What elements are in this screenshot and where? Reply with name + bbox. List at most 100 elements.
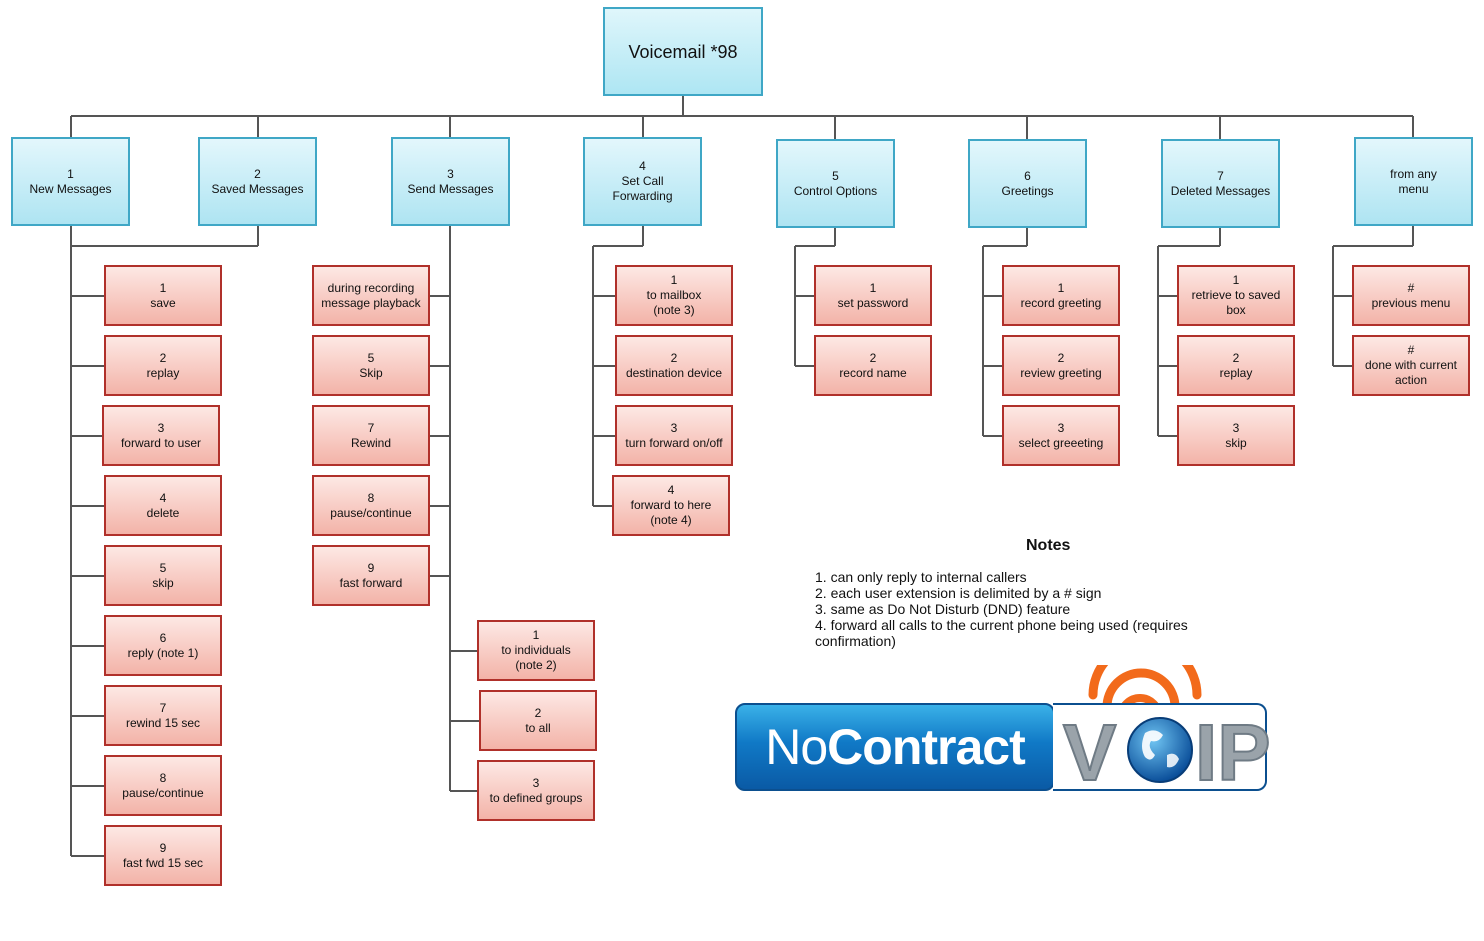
category-label: Send Messages: [407, 181, 494, 196]
item-label: to defined groups: [489, 790, 583, 805]
category-label: Deleted Messages: [1170, 183, 1271, 198]
logo-voip-v: V: [1062, 707, 1117, 798]
item-to-individuals[interactable]: 1 to individuals (note 2): [477, 620, 595, 681]
item-set-password[interactable]: 1 set password: [814, 265, 932, 326]
item-label: previous menu: [1371, 295, 1451, 310]
category-label: New Messages: [29, 181, 112, 196]
notes-title: Notes: [1026, 537, 1071, 554]
note-item: 4. forward all calls to the current phon…: [815, 617, 1188, 649]
category-send-messages[interactable]: 3 Send Messages: [391, 137, 510, 226]
item-review-greeting[interactable]: 2 review greeting: [1002, 335, 1120, 396]
category-greetings[interactable]: 6 Greetings: [968, 139, 1087, 228]
category-label: Set Call Forwarding: [612, 174, 673, 203]
item-label: turn forward on/off: [625, 435, 723, 450]
item-record-greeting[interactable]: 1 record greeting: [1002, 265, 1120, 326]
item-to-defined-groups[interactable]: 3 to defined groups: [477, 760, 595, 821]
item-rewind-15-sec[interactable]: 7 rewind 15 sec: [104, 685, 222, 746]
item-number: 3: [1057, 420, 1065, 435]
item-number: 6: [159, 630, 167, 645]
logo-text: NoContract: [765, 719, 1025, 775]
category-number: 5: [832, 168, 839, 183]
category-control-options[interactable]: 5 Control Options: [776, 139, 895, 228]
item-label: Rewind: [350, 435, 392, 450]
item-label: replay: [146, 365, 180, 380]
category-number: 7: [1217, 168, 1224, 183]
item-send-fast-forward[interactable]: 9 fast forward: [312, 545, 430, 606]
item-number: #: [1407, 343, 1415, 357]
item-number: 7: [159, 700, 167, 715]
item-number: 2: [1057, 350, 1065, 365]
item-label: forward to here: [630, 498, 712, 512]
item-label: to mailbox: [646, 288, 702, 302]
root-label: Voicemail *98: [628, 41, 738, 62]
item-number: 1: [532, 628, 540, 642]
item-number: 5: [159, 560, 167, 575]
item-label: Skip: [359, 365, 383, 380]
item-delete[interactable]: 4 delete: [104, 475, 222, 536]
item-label: replay: [1219, 365, 1253, 380]
item-number: 1: [1057, 280, 1065, 295]
logo-nocontract-panel: NoContract: [735, 703, 1055, 791]
item-replay[interactable]: 2 replay: [104, 335, 222, 396]
item-label: fast fwd 15 sec: [122, 855, 204, 870]
item-number: 3: [532, 775, 540, 790]
item-label: select greeeting: [1018, 435, 1104, 450]
item-number: 3: [1232, 420, 1240, 435]
item-reply[interactable]: 6 reply (note 1): [104, 615, 222, 676]
item-deleted-replay[interactable]: 2 replay: [1177, 335, 1295, 396]
item-retrieve-to-saved-box[interactable]: 1 retrieve to saved box: [1177, 265, 1295, 326]
item-number: #: [1407, 280, 1415, 295]
item-fast-fwd-15-sec[interactable]: 9 fast fwd 15 sec: [104, 825, 222, 886]
item-label: pause/continue: [330, 505, 412, 520]
item-number: 2: [1232, 350, 1240, 365]
item-label: save: [150, 295, 176, 310]
category-from-any-menu[interactable]: from any menu: [1354, 137, 1473, 226]
item-send-skip[interactable]: 5 Skip: [312, 335, 430, 396]
item-forward-to-here[interactable]: 4 forward to here (note 4): [612, 475, 730, 536]
item-record-name[interactable]: 2 record name: [814, 335, 932, 396]
item-send-pause-continue[interactable]: 8 pause/continue: [312, 475, 430, 536]
item-deleted-skip[interactable]: 3 skip: [1177, 405, 1295, 466]
item-label: during recording message playback: [321, 280, 421, 310]
item-label: skip: [1225, 435, 1247, 450]
item-destination-device[interactable]: 2 destination device: [615, 335, 733, 396]
item-label: record name: [839, 365, 907, 380]
item-number: 1: [1232, 273, 1240, 287]
item-to-all[interactable]: 2 to all: [479, 690, 597, 751]
item-turn-forward-on-off[interactable]: 3 turn forward on/off: [615, 405, 733, 466]
category-label: Control Options: [793, 183, 878, 198]
item-label: review greeting: [1020, 365, 1102, 380]
item-label: to all: [525, 720, 551, 735]
item-number: 8: [159, 770, 167, 785]
item-pause-continue[interactable]: 8 pause/continue: [104, 755, 222, 816]
category-new-messages[interactable]: 1 New Messages: [11, 137, 130, 226]
item-label: skip: [152, 575, 174, 590]
item-skip[interactable]: 5 skip: [104, 545, 222, 606]
item-forward-to-user[interactable]: 3 forward to user: [102, 405, 220, 466]
root-voicemail-box[interactable]: Voicemail *98: [603, 7, 763, 96]
item-label: pause/continue: [122, 785, 204, 800]
item-select-greeting[interactable]: 3 select greeeting: [1002, 405, 1120, 466]
item-label: delete: [146, 505, 180, 520]
item-label: destination device: [625, 365, 723, 380]
item-number: 5: [367, 350, 375, 365]
item-done-with-current-action[interactable]: # done with current action: [1352, 335, 1470, 396]
nocontract-voip-logo: NoContract V IP: [735, 665, 1272, 798]
item-number: 4: [159, 490, 167, 505]
category-saved-messages[interactable]: 2 Saved Messages: [198, 137, 317, 226]
notes-list: 1. can only reply to internal callers 2.…: [815, 569, 1235, 649]
category-label: Saved Messages: [211, 181, 304, 196]
item-previous-menu[interactable]: # previous menu: [1352, 265, 1470, 326]
item-send-rewind[interactable]: 7 Rewind: [312, 405, 430, 466]
item-to-mailbox[interactable]: 1 to mailbox (note 3): [615, 265, 733, 326]
item-number: 2: [534, 705, 542, 720]
item-save[interactable]: 1 save: [104, 265, 222, 326]
item-label: retrieve to saved box: [1191, 288, 1281, 317]
category-set-call-forwarding[interactable]: 4 Set Call Forwarding: [583, 137, 702, 226]
category-deleted-messages[interactable]: 7 Deleted Messages: [1161, 139, 1280, 228]
item-during-recording-playback[interactable]: during recording message playback: [312, 265, 430, 326]
item-number: 3: [157, 420, 165, 435]
item-number: 1: [159, 280, 167, 295]
item-note: (note 3): [653, 303, 695, 317]
